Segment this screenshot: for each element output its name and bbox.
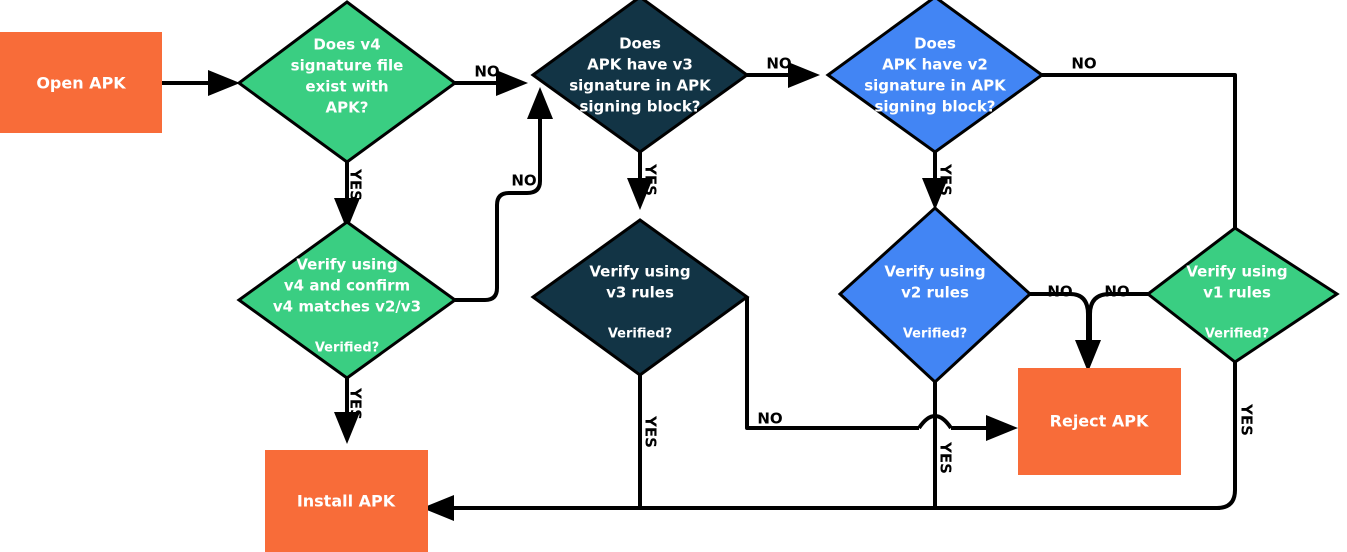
edge-label-yes: YES bbox=[642, 163, 660, 196]
edge-label-yes: YES bbox=[347, 168, 365, 201]
v4-exists-line4: APK? bbox=[326, 99, 369, 117]
v1-verify-line2: v1 rules bbox=[1203, 284, 1271, 302]
node-v1-verify[interactable]: Verify using v1 rules Verified? bbox=[1145, 226, 1340, 364]
v1-verify-question: Verified? bbox=[1205, 327, 1269, 342]
arrowhead-icon bbox=[788, 62, 820, 88]
v4-exists-line2: signature file bbox=[291, 57, 404, 75]
node-v4-verify[interactable]: Verify using v4 and confirm v4 matches v… bbox=[236, 220, 458, 380]
v3-exists-diamond[interactable] bbox=[530, 0, 750, 154]
edge-label-no: NO bbox=[1071, 55, 1096, 73]
v4-verify-line3: v4 matches v2/v3 bbox=[273, 298, 421, 316]
v2-verify-question: Verified? bbox=[903, 327, 967, 342]
edge-label-no: NO bbox=[1047, 283, 1072, 301]
edge-bottom-rail-to-install bbox=[422, 495, 1220, 521]
arrowhead-icon bbox=[986, 415, 1018, 441]
v3-verify-line2: v3 rules bbox=[606, 284, 674, 302]
edge-v2-exists-yes: YES bbox=[922, 152, 955, 210]
arrowhead-icon bbox=[1075, 340, 1101, 372]
v4-exists-line1: Does v4 bbox=[313, 36, 380, 54]
arrowhead-icon bbox=[527, 87, 553, 119]
edge-v4-verify-yes: YES bbox=[334, 378, 365, 444]
v2-verify-line2: v2 rules bbox=[901, 284, 969, 302]
node-open-apk[interactable]: Open APK bbox=[0, 32, 162, 133]
edge-v3-exists-no: NO bbox=[747, 55, 820, 88]
v3-verify-diamond[interactable] bbox=[530, 218, 750, 377]
v4-verify-diamond[interactable] bbox=[236, 220, 458, 380]
v3-verify-line1: Verify using bbox=[589, 263, 690, 281]
edge-line bbox=[1042, 73, 1237, 228]
v2-exists-line3: signature in APK bbox=[864, 77, 1007, 95]
reject-apk-label: Reject APK bbox=[1050, 412, 1149, 431]
node-v2-verify[interactable]: Verify using v2 rules Verified? bbox=[837, 205, 1033, 385]
edge-label-yes: YES bbox=[937, 163, 955, 196]
install-apk-rect[interactable] bbox=[265, 450, 428, 552]
arrowhead-icon bbox=[334, 198, 360, 230]
edge-open-to-v4 bbox=[162, 70, 240, 96]
v3-exists-line2: APK have v3 bbox=[587, 56, 693, 74]
edge-label-no: NO bbox=[511, 172, 536, 190]
v3-exists-line4: signing block? bbox=[579, 98, 700, 116]
edge-v4-verify-no: NO bbox=[455, 87, 553, 302]
arrowhead-icon bbox=[922, 178, 948, 210]
edge-v3-exists-yes: YES bbox=[627, 152, 660, 210]
node-install-apk[interactable]: Install APK bbox=[265, 450, 428, 552]
edge-label-no: NO bbox=[474, 63, 499, 81]
v2-exists-diamond[interactable] bbox=[825, 0, 1045, 154]
v2-exists-line4: signing block? bbox=[874, 98, 995, 116]
edge-v3-verify-yes: YES bbox=[638, 375, 660, 508]
edge-v3-verify-no: NO bbox=[745, 297, 919, 430]
arrowhead-icon bbox=[208, 70, 240, 96]
edge-v4-exists-yes: YES bbox=[334, 162, 365, 230]
edge-v1-verify-no: NO bbox=[1088, 283, 1148, 340]
edge-label-yes: YES bbox=[1238, 403, 1256, 436]
node-v4-signature-exists[interactable]: Does v4 signature file exist with APK? bbox=[236, 0, 458, 164]
node-v3-signature-exists[interactable]: Does APK have v3 signature in APK signin… bbox=[530, 0, 750, 154]
edge-label-no: NO bbox=[757, 410, 782, 428]
v4-verify-line1: Verify using bbox=[296, 256, 397, 274]
node-reject-apk[interactable]: Reject APK bbox=[1018, 368, 1181, 475]
v4-verify-question: Verified? bbox=[315, 341, 379, 356]
edge-v4-exists-no: NO bbox=[455, 63, 528, 96]
edge-to-reject-apk bbox=[951, 415, 1018, 441]
arrowhead-icon bbox=[422, 495, 454, 521]
v1-verify-diamond[interactable] bbox=[1145, 226, 1340, 364]
edge-v2-verify-yes: YES bbox=[933, 382, 955, 508]
v2-exists-line1: Does bbox=[914, 35, 956, 53]
edge-label-yes: YES bbox=[937, 441, 955, 474]
v4-exists-diamond[interactable] bbox=[236, 0, 458, 164]
open-apk-label: Open APK bbox=[36, 74, 126, 93]
v3-exists-line3: signature in APK bbox=[569, 77, 712, 95]
open-apk-rect[interactable] bbox=[0, 32, 162, 133]
v1-verify-line1: Verify using bbox=[1186, 263, 1287, 281]
v4-verify-line2: v4 and confirm bbox=[284, 277, 410, 295]
edge-line bbox=[1088, 292, 1148, 340]
edge-line bbox=[455, 115, 542, 302]
v3-exists-line1: Does bbox=[619, 35, 661, 53]
install-apk-label: Install APK bbox=[297, 492, 396, 511]
v3-verify-question: Verified? bbox=[608, 327, 672, 342]
arrowhead-icon bbox=[627, 178, 653, 210]
edge-v2-exists-no: NO bbox=[1042, 55, 1237, 228]
edge-label-no: NO bbox=[766, 55, 791, 73]
arrowhead-icon bbox=[496, 70, 528, 96]
edge-label-no: NO bbox=[1104, 283, 1129, 301]
node-v2-signature-exists[interactable]: Does APK have v2 signature in APK signin… bbox=[825, 0, 1045, 154]
v2-verify-diamond[interactable] bbox=[837, 205, 1033, 385]
v2-exists-line2: APK have v2 bbox=[882, 56, 988, 74]
edge-line bbox=[745, 297, 919, 430]
reject-apk-rect[interactable] bbox=[1018, 368, 1181, 475]
edge-label-yes: YES bbox=[642, 415, 660, 448]
node-v3-verify[interactable]: Verify using v3 rules Verified? bbox=[530, 218, 750, 377]
v2-verify-line1: Verify using bbox=[884, 263, 985, 281]
v4-exists-line3: exist with bbox=[305, 78, 388, 96]
edge-label-yes: YES bbox=[347, 387, 365, 420]
arrowhead-icon bbox=[334, 412, 360, 444]
